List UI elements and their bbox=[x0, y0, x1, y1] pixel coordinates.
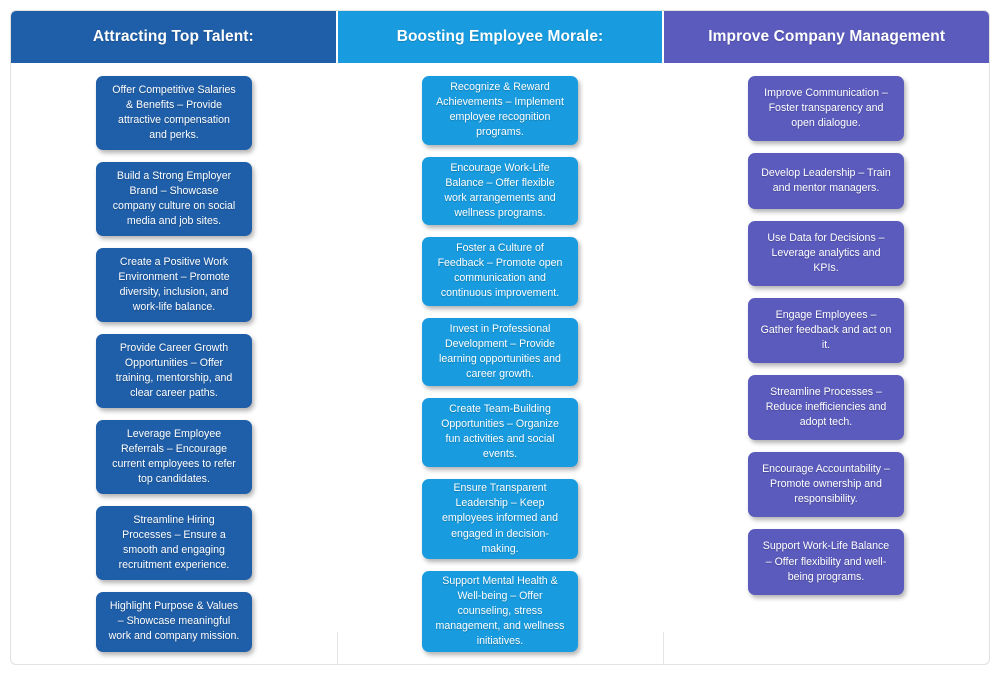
card-text: Create a Positive Work Environment – Pro… bbox=[118, 255, 230, 313]
card[interactable]: Create a Positive Work Environment – Pro… bbox=[96, 247, 252, 322]
card-text: Encourage Accountability – Promote owner… bbox=[762, 463, 890, 506]
card-text: Support Mental Health & Well-being – Off… bbox=[435, 575, 565, 648]
card-text: Encourage Work-Life Balance – Offer flex… bbox=[444, 161, 556, 219]
column-header-label: Boosting Employee Morale: bbox=[396, 28, 604, 45]
column-header-attracting-top-talent[interactable]: Attracting Top Talent: bbox=[11, 11, 336, 63]
card-text: Improve Communication – Foster transpare… bbox=[764, 87, 888, 130]
card[interactable]: Create Team-Building Opportunities – Org… bbox=[422, 398, 578, 467]
card-text: Streamline Processes – Reduce inefficien… bbox=[765, 386, 887, 429]
card[interactable]: Ensure Transparent Leadership – Keep emp… bbox=[422, 478, 578, 560]
column-header-label: Improve Company Management bbox=[708, 28, 946, 45]
card[interactable]: Support Work-Life Balance – Offer flexib… bbox=[748, 529, 904, 595]
card[interactable]: Build a Strong Employer Brand – Showcase… bbox=[96, 161, 252, 236]
card[interactable]: Offer Competitive Salaries & Benefits – … bbox=[96, 76, 252, 150]
column-header-improve-company-management[interactable]: Improve Company Management bbox=[664, 11, 989, 63]
card-text: Leverage Employee Referrals – Encourage … bbox=[112, 427, 236, 485]
strategy-board: Attracting Top Talent: Boosting Employee… bbox=[10, 10, 990, 665]
columns-container: Offer Competitive Salaries & Benefits – … bbox=[11, 63, 989, 664]
card[interactable]: Use Data for Decisions – Leverage analyt… bbox=[748, 221, 904, 287]
card-text: Engage Employees – Gather feedback and a… bbox=[760, 309, 892, 352]
card[interactable]: Encourage Work-Life Balance – Offer flex… bbox=[422, 156, 578, 226]
card-text: Recognize & Reward Achievements – Implem… bbox=[436, 81, 564, 139]
card-text: Highlight Purpose & Values – Showcase me… bbox=[108, 600, 240, 643]
card[interactable]: Foster a Culture of Feedback – Promote o… bbox=[422, 237, 578, 306]
column-attracting-top-talent: Offer Competitive Salaries & Benefits – … bbox=[11, 63, 337, 664]
card-text: Provide Career Growth Opportunities – Of… bbox=[115, 341, 233, 399]
card[interactable]: Encourage Accountability – Promote owner… bbox=[748, 452, 904, 518]
card[interactable]: Leverage Employee Referrals – Encourage … bbox=[96, 419, 252, 494]
card[interactable]: Support Mental Health & Well-being – Off… bbox=[422, 571, 578, 652]
card[interactable]: Provide Career Growth Opportunities – Of… bbox=[96, 333, 252, 408]
column-header-boosting-employee-morale[interactable]: Boosting Employee Morale: bbox=[337, 11, 663, 63]
card-text: Ensure Transparent Leadership – Keep emp… bbox=[441, 482, 558, 555]
card-text: Streamline Hiring Processes – Ensure a s… bbox=[118, 513, 230, 571]
card-text: Foster a Culture of Feedback – Promote o… bbox=[437, 242, 563, 300]
column-improve-company-management: Improve Communication – Foster transpare… bbox=[663, 63, 989, 664]
column-header-label: Attracting Top Talent: bbox=[92, 28, 254, 45]
card[interactable]: Develop Leadership – Train and mentor ma… bbox=[748, 153, 904, 210]
card[interactable]: Improve Communication – Foster transpare… bbox=[748, 76, 904, 142]
card-text: Invest in Professional Development – Pro… bbox=[439, 322, 561, 380]
card[interactable]: Streamline Hiring Processes – Ensure a s… bbox=[96, 505, 252, 580]
card-text: Use Data for Decisions – Leverage analyt… bbox=[767, 232, 885, 275]
card[interactable]: Highlight Purpose & Values – Showcase me… bbox=[96, 591, 252, 652]
column-header-row: Attracting Top Talent: Boosting Employee… bbox=[11, 11, 989, 63]
card-text: Develop Leadership – Train and mentor ma… bbox=[761, 167, 891, 195]
card[interactable]: Engage Employees – Gather feedback and a… bbox=[748, 298, 904, 364]
column-boosting-employee-morale: Recognize & Reward Achievements – Implem… bbox=[337, 63, 663, 664]
card-text: Build a Strong Employer Brand – Showcase… bbox=[112, 169, 236, 227]
card-text: Offer Competitive Salaries & Benefits – … bbox=[112, 83, 236, 141]
card[interactable]: Streamline Processes – Reduce inefficien… bbox=[748, 375, 904, 441]
card[interactable]: Recognize & Reward Achievements – Implem… bbox=[422, 76, 578, 145]
card-text: Support Work-Life Balance – Offer flexib… bbox=[762, 540, 890, 583]
card-text: Create Team-Building Opportunities – Org… bbox=[441, 403, 559, 461]
card[interactable]: Invest in Professional Development – Pro… bbox=[422, 317, 578, 387]
